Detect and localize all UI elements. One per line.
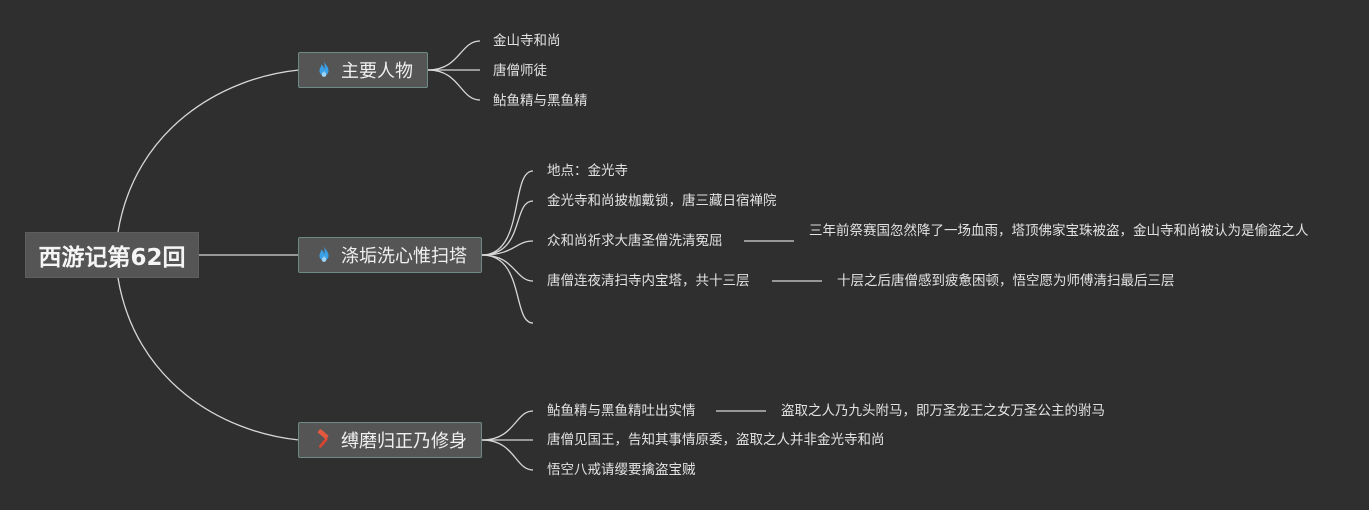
fire-icon [313,244,335,266]
leaf-detail[interactable]: 三年前祭赛国忽然降了一场血雨，塔顶佛家宝珠被盗，金山寺和尚被认为是偷盗之人 [809,223,1309,239]
fire-icon [313,59,335,81]
branch-capture-demons[interactable]: 缚磨归正乃修身 [298,422,482,458]
connector-root-branch-1 [117,69,300,233]
leaf-item[interactable]: 鲇鱼精与黑鱼精吐出实情 [547,403,696,419]
connector-root-branch-3 [117,277,300,441]
branch-label: 主要人物 [341,61,413,82]
leaf-item[interactable]: 唐僧连夜清扫寺内宝塔，共十三层 [547,273,750,289]
leaf-item[interactable]: 唐僧师徒 [493,63,547,79]
branch-main-characters[interactable]: 主要人物 [298,52,428,88]
branch-label: 缚磨归正乃修身 [341,431,467,452]
leaf-detail[interactable]: 十层之后唐僧感到疲惫困顿，悟空愿为师傅清扫最后三层 [837,273,1175,289]
leaf-item[interactable]: 金光寺和尚披枷戴锁，唐三藏日宿禅院 [547,193,777,209]
branch-sweep-tower[interactable]: 涤垢洗心惟扫塔 [298,237,482,273]
leaf-item[interactable]: 地点：金光寺 [547,163,628,179]
hammer-icon [313,429,335,451]
leaf-item[interactable]: 唐僧见国王，告知其事情原委，盗取之人并非金光寺和尚 [547,432,885,448]
branch-label: 涤垢洗心惟扫塔 [341,246,467,267]
leaf-item[interactable]: 众和尚祈求大唐圣僧洗清冤屈 [547,233,723,249]
leaf-item[interactable]: 悟空八戒请缨要擒盗宝贼 [547,462,696,478]
leaf-item[interactable]: 金山寺和尚 [493,33,561,49]
leaf-detail[interactable]: 盗取之人乃九头附马，即万圣龙王之女万圣公主的驸马 [781,403,1105,419]
root-topic[interactable]: 西游记第62回 [25,232,199,278]
leaf-item[interactable]: 鲇鱼精与黑鱼精 [493,93,588,109]
